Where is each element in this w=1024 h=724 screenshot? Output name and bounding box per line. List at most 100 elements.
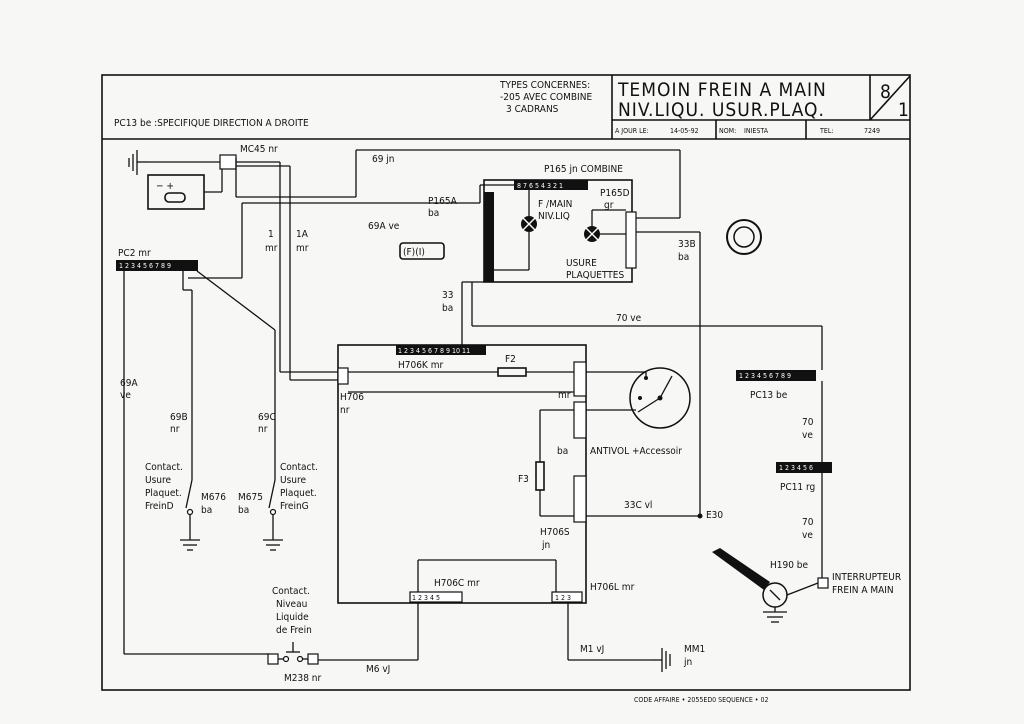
interrupteur-line1: INTERRUPTEUR [832, 572, 901, 583]
mm1-label: MM1 [684, 644, 705, 655]
tel-label: TEL: [819, 127, 833, 135]
h706c-pins: 1 2 3 4 5 [412, 594, 440, 602]
h706k-connector [396, 345, 486, 355]
h706k-pins: 1 2 3 4 5 6 7 8 9 10 11 [398, 347, 470, 355]
contact-d-line1: Contact. [145, 462, 183, 473]
h706-right-connector-top [573, 361, 587, 397]
wire-1-label: 1 [268, 229, 274, 240]
wire-69a-left-label: 69A [120, 378, 138, 389]
antivol-label: ANTIVOL +Accessoir [590, 446, 682, 457]
h190-connector [817, 577, 829, 589]
diagram-title-line2: NIV.LIQU. USUR.PLAQ. [618, 99, 825, 121]
m676-color: ba [201, 505, 212, 516]
h706l-label: H706L mr [590, 582, 635, 593]
h706l-connector [551, 591, 583, 603]
wire-70-2-label: 70 [802, 517, 814, 528]
niveau-line3: Liquide [276, 612, 309, 623]
wire-69b-label: 69B [170, 412, 188, 423]
contact-g-line4: FreinG [280, 501, 309, 512]
usure-line2: PLAQUETTES [566, 270, 624, 281]
fluid-level-switch-symbol [267, 642, 319, 665]
name-label: NOM: [719, 127, 736, 135]
wire-33-label: 33 [442, 290, 453, 301]
wire-1a-color: mr [296, 243, 309, 254]
date-value: 14-05-92 [670, 127, 699, 135]
wire-70-2-color: ve [802, 530, 813, 541]
page-slash [869, 75, 911, 121]
types-line2: -205 AVEC COMBINE [500, 92, 592, 103]
f3-label: F3 [518, 474, 529, 485]
diagram-title-line1: TEMOIN FREIN A MAIN [617, 79, 827, 101]
fuse-block-symbol [399, 242, 445, 260]
m238-label: M238 nr [284, 673, 321, 684]
wire-33b-color: ba [678, 252, 689, 263]
date-label: A JOUR LE: [615, 127, 649, 135]
p165a-label: P165A [428, 196, 458, 207]
contact-g-line2: Usure [280, 475, 306, 486]
m6-label: M6 vJ [366, 664, 390, 675]
wire-70ve-label: 70 ve [616, 313, 642, 324]
wire-33-color: ba [442, 303, 453, 314]
f3-fuse [535, 461, 545, 491]
contact-d-line2: Usure [145, 475, 171, 486]
h706-left-connector [337, 367, 349, 385]
usure-line1: USURE [566, 258, 597, 269]
p165d-connector [625, 211, 637, 269]
p165-connector [514, 180, 588, 190]
ignition-switch-symbol [586, 367, 691, 429]
battery-terminals: − + [156, 181, 174, 192]
tel-value: 7249 [864, 127, 880, 135]
h706k-label: H706K mr [398, 360, 443, 371]
m1-label: M1 vJ [580, 644, 604, 655]
fmain-line2: NIV.LIQ [538, 211, 570, 222]
wire-69ave-label: 69A ve [368, 221, 400, 232]
pc2-label: PC2 mr [118, 248, 151, 259]
pc13-pins: 1 2 3 4 5 6 7 8 9 [739, 372, 791, 380]
m676-label: M676 [201, 492, 226, 503]
h706-label: H706 [340, 392, 364, 403]
fuse-block-label: (F)(I) [403, 247, 425, 258]
f2-fuse [497, 367, 527, 377]
pc11-label: PC11 rg [780, 482, 815, 493]
wire-69jn-label: 69 jn [372, 154, 395, 165]
h706s-label: H706S [540, 527, 570, 538]
header-note: PC13 be :SPECIFIQUE DIRECTION A DROITE [114, 118, 309, 129]
ground-symbol [128, 150, 148, 175]
horn-ring-symbol [726, 219, 762, 255]
pc11-pins: 1 2 3 4 5 6 [779, 464, 813, 472]
contact-d-line4: FreinD [145, 501, 174, 512]
battery-symbol: − + [147, 174, 205, 210]
interrupteur-line2: FREIN A MAIN [832, 585, 894, 596]
m675-label: M675 [238, 492, 263, 503]
contact-g-line1: Contact. [280, 462, 318, 473]
m675-color: ba [238, 505, 249, 516]
wire-33b-label: 33B [678, 239, 696, 250]
types-line1: TYPES CONCERNES: [499, 80, 590, 91]
brake-pad-switch-right [180, 479, 200, 551]
f2-label: F2 [505, 354, 516, 365]
h706l-pins: 1 2 3 [555, 594, 571, 602]
p165-label: P165 jn COMBINE [544, 164, 623, 175]
mm1-ground-symbol [650, 648, 671, 672]
name-value: INIESTA [744, 127, 769, 135]
page-number-bottom: 1 [898, 99, 910, 121]
diagram-frame [101, 74, 911, 691]
h706-color: nr [340, 405, 350, 416]
niveau-line4: de Frein [276, 625, 312, 636]
brake-pad-switch-left [263, 479, 283, 551]
wire-1-color: mr [265, 243, 278, 254]
mc45-connector [219, 154, 237, 170]
pad-wear-warning-lamp [584, 209, 626, 242]
p165a-color: ba [428, 208, 439, 219]
h706-fuse-box [337, 344, 587, 604]
pc2-pins: 1 2 3 4 5 6 7 8 9 [119, 262, 171, 270]
page-number-top: 8 [880, 81, 892, 103]
ba-label: ba [557, 446, 568, 457]
mm1-color: jn [683, 657, 692, 668]
h706c-connector [409, 591, 463, 603]
contact-g-line3: Plaquet. [280, 488, 317, 499]
types-line3: 3 CADRANS [506, 104, 559, 115]
wire-70-1-color: ve [802, 430, 813, 441]
niveau-line1: Contact. [272, 586, 310, 597]
